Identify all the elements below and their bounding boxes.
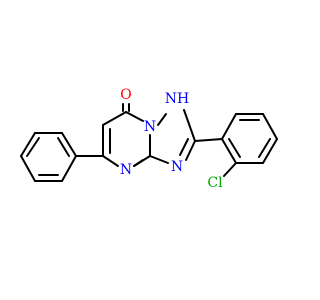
atom-oxygen-label: O — [120, 87, 131, 103]
bond-c-cl — [223, 162, 237, 177]
bond-c3a-n4-double — [133, 159, 144, 167]
bond-n8-c7 — [125, 111, 144, 122]
bond-ph-4-5 — [20, 132, 36, 157]
bond-cph-inner-2 — [258, 138, 271, 158]
bond-ph-1-2 — [61, 155, 77, 182]
atom-n-bridge-label: N — [144, 119, 156, 135]
bond-ph-3-4 — [20, 155, 36, 182]
molecule-structure: O NH N N N Cl — [20, 87, 278, 191]
bond-cph-3-4 — [262, 113, 278, 140]
atom-chlorine-label: Cl — [207, 175, 223, 191]
atom-n-pyrimidine-label: N — [120, 162, 132, 178]
bond-cph-inner-3 — [228, 138, 241, 158]
bond-c7-c6 — [102, 111, 127, 126]
atom-nh-label: NH — [165, 91, 189, 107]
bond-cph-6-1 — [221, 138, 237, 164]
bond-cph-1-2 — [221, 113, 237, 140]
bond-ph-inner-3 — [57, 137, 70, 157]
bond-ph-6-1 — [61, 132, 77, 157]
bond-c2-n3-double — [179, 138, 189, 156]
bond-ph-inner-2 — [26, 137, 40, 157]
molecule-canvas: O NH N N N Cl — [20, 87, 278, 191]
bond-c2-chlorophenyl — [194, 138, 223, 142]
bond-n8-n1 — [157, 113, 167, 126]
bond-cph-4-5 — [262, 138, 278, 164]
bond-n1-c2 — [183, 109, 196, 142]
bond-c2-n3 — [185, 140, 196, 161]
bond-c5-n4 — [102, 155, 119, 167]
atom-n-triazole-label: N — [171, 159, 183, 175]
bond-n3-c3a — [149, 155, 169, 164]
